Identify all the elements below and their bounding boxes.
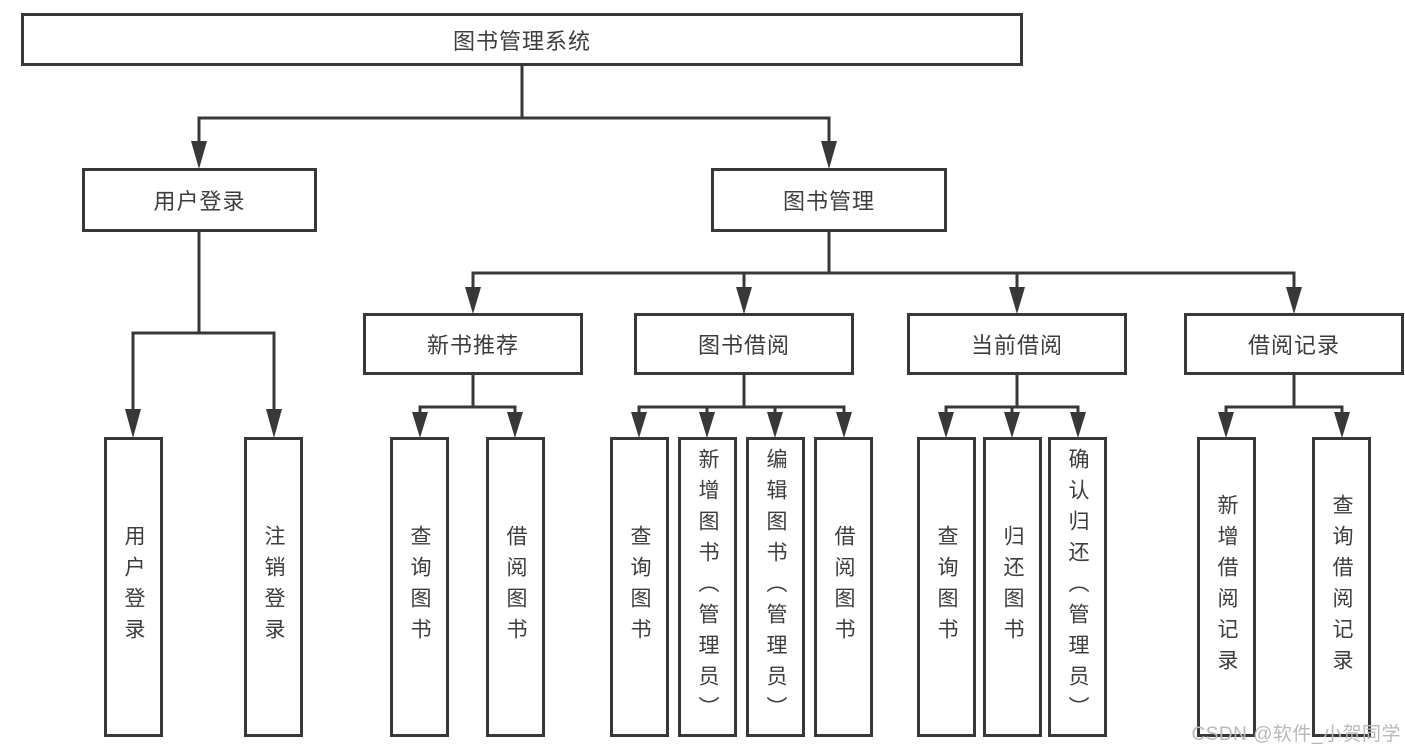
leaf-borrow-query-books: 查询图书 [610, 437, 669, 737]
leaf-current-return-books: 归还图书 [983, 437, 1042, 737]
node-user-login-label: 用户登录 [153, 189, 246, 214]
leaf-records-query-record: 查询借阅记录 [1312, 437, 1371, 737]
node-root-label: 图书管理系统 [452, 28, 591, 54]
leaf-current-confirm-return-admin-label: 确认归还（管理员） [1066, 447, 1089, 727]
leaf-logout-label: 注销登录 [262, 525, 285, 649]
leaf-borrow-query-books-label: 查询图书 [628, 525, 651, 649]
leaf-newbook-borrow-books-label: 借阅图书 [504, 525, 527, 649]
leaf-user-login-label: 用户登录 [122, 525, 145, 649]
connector-records-to-leaves [1218, 373, 1350, 438]
leaf-logout: 注销登录 [244, 437, 303, 737]
leaf-borrow-edit-books-admin: 编辑图书（管理员） [746, 437, 805, 737]
leaf-newbook-query-books: 查询图书 [390, 437, 449, 737]
connector-root-to-level2 [191, 64, 837, 169]
leaf-current-query-books: 查询图书 [917, 437, 976, 737]
node-borrowing-records-label: 借阅记录 [1247, 333, 1340, 358]
connector-current-to-leaves [938, 373, 1086, 438]
leaf-user-login: 用户登录 [104, 437, 163, 737]
connector-borrow-to-leaves [631, 373, 852, 438]
leaf-records-add-record: 新增借阅记录 [1197, 437, 1256, 737]
leaf-borrow-add-books-admin: 新增图书（管理员） [678, 437, 737, 737]
leaf-borrow-borrow-books: 借阅图书 [814, 437, 873, 737]
leaf-current-return-books-label: 归还图书 [1001, 525, 1024, 649]
watermark: CSDN @软件_小贺同学 [1191, 724, 1401, 745]
leaf-newbook-query-books-label: 查询图书 [408, 525, 431, 649]
node-book-borrowing: 图书借阅 [634, 313, 854, 375]
node-book-management: 图书管理 [711, 168, 947, 232]
node-book-management-label: 图书管理 [782, 189, 875, 214]
leaf-borrow-add-books-admin-label: 新增图书（管理员） [696, 447, 719, 727]
connector-login-to-leaves [125, 230, 282, 438]
leaf-borrow-borrow-books-label: 借阅图书 [832, 525, 855, 649]
node-new-book-recommend: 新书推荐 [363, 313, 583, 375]
node-book-borrowing-label: 图书借阅 [697, 333, 790, 358]
leaf-newbook-borrow-books: 借阅图书 [486, 437, 545, 737]
leaf-current-query-books-label: 查询图书 [935, 525, 958, 649]
node-user-login: 用户登录 [82, 168, 317, 232]
node-new-book-recommend-label: 新书推荐 [426, 333, 519, 358]
leaf-borrow-edit-books-admin-label: 编辑图书（管理员） [764, 447, 787, 727]
node-root: 图书管理系统 [21, 13, 1023, 66]
node-current-borrowing-label: 当前借阅 [970, 333, 1063, 358]
node-current-borrowing: 当前借阅 [907, 313, 1127, 375]
connector-mgmt-to-level3 [465, 230, 1302, 314]
node-borrowing-records: 借阅记录 [1184, 313, 1404, 375]
leaf-records-add-record-label: 新增借阅记录 [1215, 494, 1238, 680]
leaf-current-confirm-return-admin: 确认归还（管理员） [1048, 437, 1107, 737]
leaf-records-query-record-label: 查询借阅记录 [1330, 494, 1353, 680]
connector-newbook-to-leaves [412, 373, 523, 438]
